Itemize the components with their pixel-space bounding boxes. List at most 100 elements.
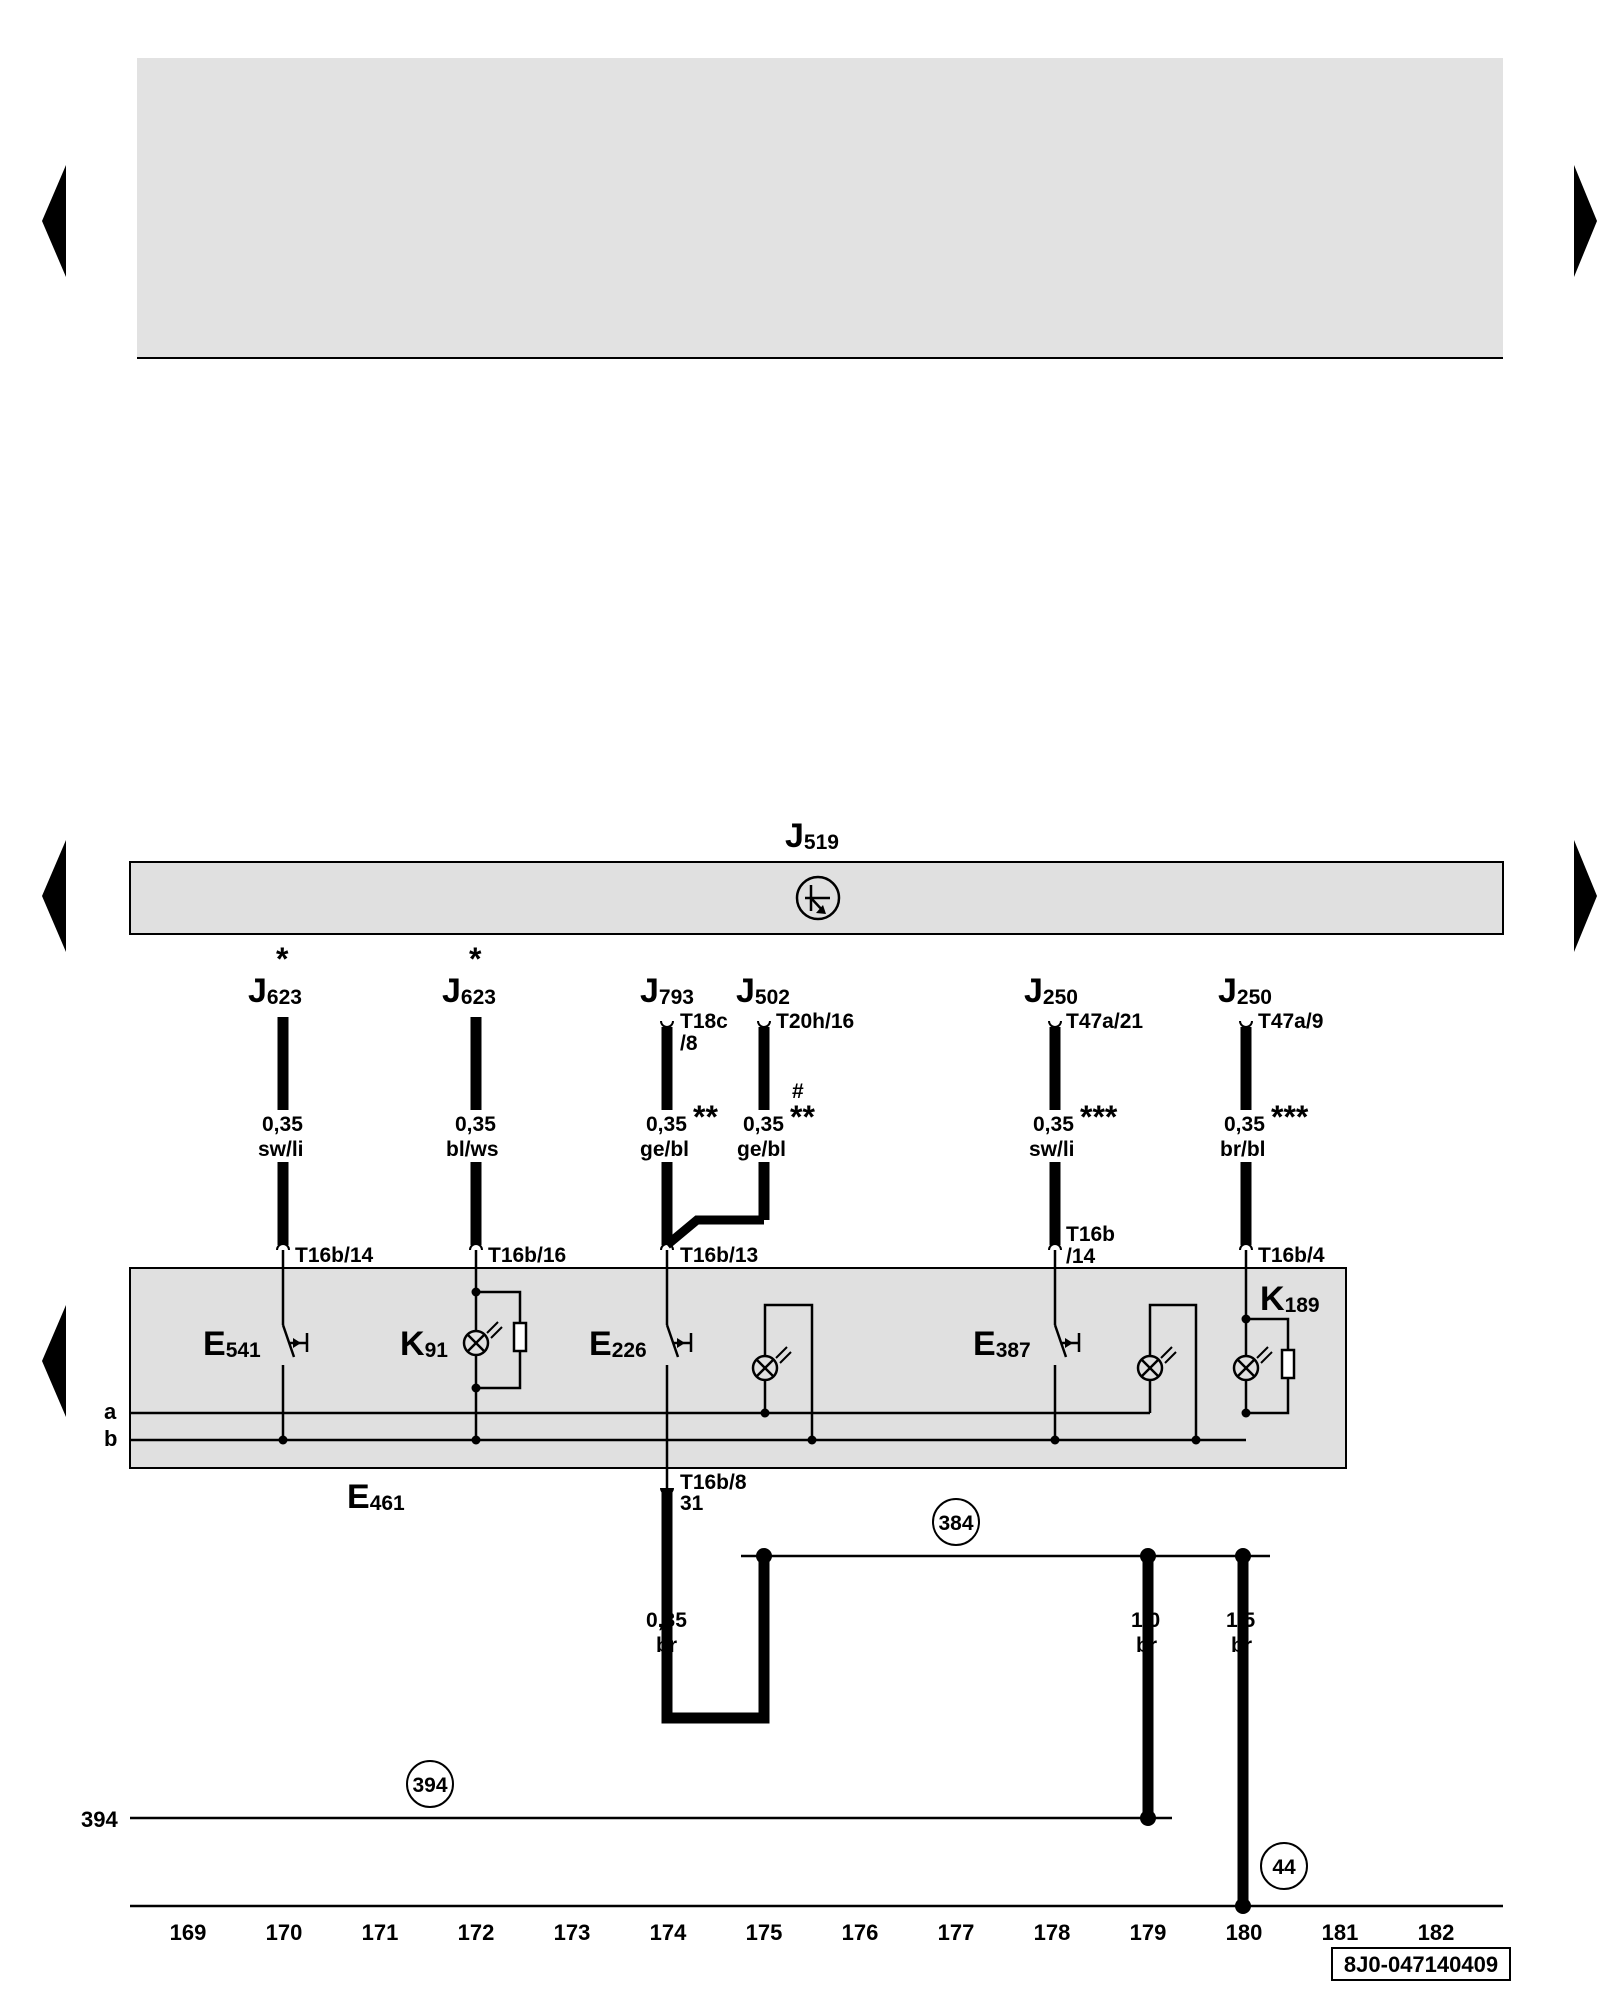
svg-text:176: 176: [842, 1920, 879, 1945]
ground-point-394: [406, 1760, 454, 1808]
wire-label-5: 0,35 *** sw/li: [1029, 1099, 1118, 1161]
bus-label-b: b: [104, 1426, 117, 1451]
lamp-k189-icon: [1232, 1354, 1260, 1382]
svg-text:1,5: 1,5: [1226, 1609, 1256, 1632]
connector-t16b-14: T16b/14: [295, 1244, 374, 1267]
svg-text:sw/li: sw/li: [258, 1138, 304, 1161]
ground-wire-label-2: 1,0 br: [1131, 1609, 1160, 1657]
svg-text:171: 171: [362, 1920, 399, 1945]
connector-t20h: T20h/16: [776, 1010, 854, 1033]
svg-text:182: 182: [1418, 1920, 1455, 1945]
svg-text:***: ***: [1080, 1099, 1118, 1135]
component-k91: K91: [400, 1325, 448, 1363]
connector-t16b-4: T16b/4: [1258, 1244, 1325, 1267]
svg-text:169: 169: [170, 1920, 207, 1945]
connector-t47a-9: T47a/9: [1258, 1010, 1323, 1033]
svg-text:172: 172: [458, 1920, 495, 1945]
connector-t16b-16: T16b/16: [488, 1244, 566, 1267]
switch-e226-icon: [654, 1324, 693, 1365]
lamp-e387-icon: [1136, 1354, 1164, 1382]
switch-e541-icon: [270, 1324, 309, 1365]
nav-left-arrow-bottom[interactable]: [42, 1305, 66, 1417]
nav-left-arrow-middle[interactable]: [42, 840, 66, 952]
component-e461: E461: [347, 1478, 405, 1516]
connector-t16b-8: T16b/8: [680, 1471, 747, 1494]
resistor-k91-icon: [512, 1321, 528, 1353]
svg-text:br/bl: br/bl: [1220, 1138, 1266, 1161]
nav-left-arrow-top[interactable]: [42, 165, 66, 277]
svg-text:sw/li: sw/li: [1029, 1138, 1075, 1161]
ground-wire-label-1: 0,35 br: [646, 1609, 687, 1657]
svg-text:bl/ws: bl/ws: [446, 1138, 499, 1161]
svg-text:*: *: [276, 941, 289, 977]
wire-label-1: 0,35 sw/li: [258, 1113, 304, 1161]
connector-t16b-8-pin: 31: [680, 1492, 704, 1515]
svg-text:ge/bl: ge/bl: [640, 1138, 689, 1161]
diagram-code-box: [1331, 1947, 1511, 1981]
wire-label-2: 0,35 bl/ws: [446, 1113, 499, 1161]
component-j623-left: * J623: [248, 941, 302, 1010]
component-k189: K189: [1260, 1280, 1320, 1318]
lamp-k91-icon: [462, 1329, 490, 1357]
switch-e387-icon: [1042, 1324, 1081, 1365]
svg-text:0,35: 0,35: [646, 1609, 687, 1632]
svg-text:0,35: 0,35: [646, 1113, 687, 1136]
svg-text:J623: J623: [248, 972, 302, 1010]
svg-text:**: **: [790, 1099, 815, 1135]
svg-text:177: 177: [938, 1920, 975, 1945]
svg-text:*: *: [469, 941, 482, 977]
svg-text:***: ***: [1271, 1099, 1309, 1135]
ground-point-384-label: 384: [938, 1512, 973, 1535]
ground-point-44-label: 44: [1272, 1856, 1296, 1879]
svg-text:175: 175: [746, 1920, 783, 1945]
component-j502: J502: [736, 972, 790, 1010]
ground-point-44: [1260, 1842, 1308, 1890]
svg-text:170: 170: [266, 1920, 303, 1945]
bus-label-a: a: [104, 1399, 117, 1424]
connector-t16b-14b-pin: /14: [1066, 1245, 1096, 1268]
left-reference-394: 394: [81, 1807, 118, 1832]
component-e226: E226: [589, 1325, 647, 1363]
wire-label-4: 0,35 # ** ge/bl: [737, 1080, 815, 1161]
wire-label-6: 0,35 *** br/bl: [1220, 1099, 1309, 1161]
connector-t18c: T18c: [680, 1010, 728, 1033]
svg-text:J623: J623: [442, 972, 496, 1010]
svg-text:173: 173: [554, 1920, 591, 1945]
svg-text:br: br: [656, 1634, 677, 1657]
connector-t47a-21: T47a/21: [1066, 1010, 1143, 1033]
svg-text:0,35: 0,35: [1224, 1113, 1265, 1136]
component-j250-left: J250: [1024, 972, 1078, 1010]
connector-t16b-14b: T16b: [1066, 1223, 1115, 1246]
nav-right-arrow-top[interactable]: [1574, 165, 1597, 277]
lamp-e226-icon: [751, 1354, 779, 1382]
svg-text:174: 174: [650, 1920, 687, 1945]
svg-text:0,35: 0,35: [743, 1113, 784, 1136]
diagram-code: 8J0-047140409: [1344, 1952, 1498, 1977]
wire-label-3: 0,35 ** ge/bl: [640, 1099, 718, 1161]
e461-module-box: [129, 1267, 1347, 1469]
nav-right-arrow-middle[interactable]: [1574, 840, 1597, 952]
ground-point-384: [932, 1498, 980, 1546]
ground-wire-label-3: 1,5 br: [1226, 1609, 1256, 1657]
j519-label: J519: [785, 817, 839, 855]
component-e387: E387: [973, 1325, 1031, 1363]
svg-text:**: **: [693, 1099, 718, 1135]
column-numbers: 169 170 171 172 173 174 175 176 177 178 …: [170, 1920, 1455, 1945]
transistor-icon: [795, 875, 841, 921]
svg-text:0,35: 0,35: [455, 1113, 496, 1136]
wire-ground-035: [661, 1488, 770, 1724]
svg-text:0,35: 0,35: [1033, 1113, 1074, 1136]
svg-text:br: br: [1136, 1634, 1157, 1657]
component-j793: J793: [640, 972, 694, 1010]
component-j623-right: * J623: [442, 941, 496, 1010]
component-e541: E541: [203, 1325, 261, 1363]
svg-text:#: #: [792, 1080, 804, 1103]
ground-point-394-label: 394: [412, 1774, 447, 1797]
wire-j502-merge: [664, 1215, 764, 1249]
svg-text:179: 179: [1130, 1920, 1167, 1945]
resistor-k189-icon: [1280, 1348, 1296, 1380]
svg-text:1,0: 1,0: [1131, 1609, 1160, 1632]
svg-text:ge/bl: ge/bl: [737, 1138, 786, 1161]
svg-text:178: 178: [1034, 1920, 1071, 1945]
